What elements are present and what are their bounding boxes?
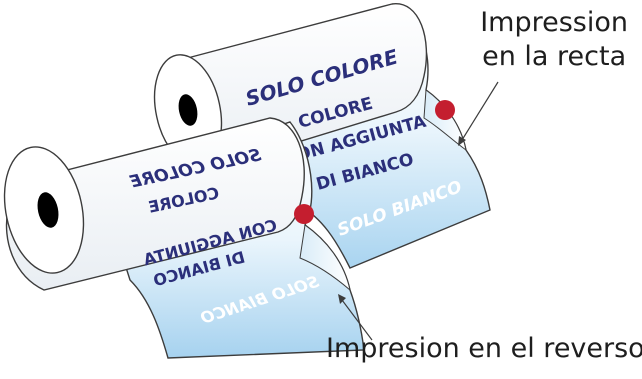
callout-leaders — [338, 81, 499, 341]
recto-callout-line1: Impression — [480, 7, 628, 38]
recto-leader-arrow — [458, 136, 466, 146]
front-roll-core — [37, 192, 59, 228]
front-roll: SOLO COLORE COLORE CON AGGIUNTA DI BIANC… — [3, 117, 365, 359]
back-marker-dot — [435, 100, 455, 120]
recto-leader-line — [461, 81, 499, 141]
reverso-callout-label: Impresion en el reverso — [326, 333, 642, 364]
back-roll-core — [178, 94, 198, 126]
reverso-leader-line — [341, 299, 373, 341]
recto-callout-line2: en la recta — [482, 41, 627, 72]
front-roll-fold — [299, 224, 351, 292]
reverso-leader-arrow — [338, 294, 346, 304]
front-marker-dot — [294, 204, 314, 224]
recto-callout-label: Impression en la recta — [480, 6, 628, 74]
